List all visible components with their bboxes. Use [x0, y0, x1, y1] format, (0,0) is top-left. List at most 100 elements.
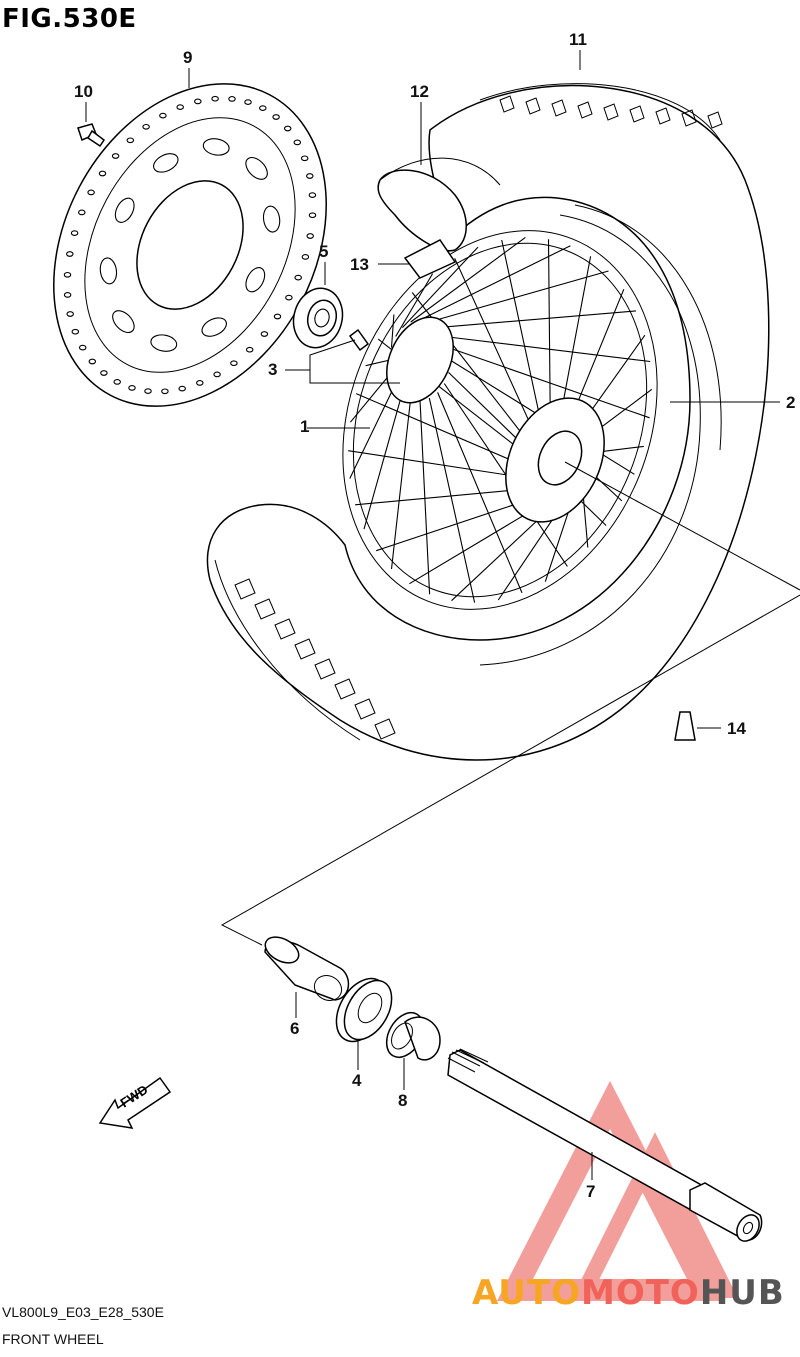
valve-cap [674, 711, 696, 741]
rim-band [377, 157, 501, 279]
callout-9: 9 [183, 48, 192, 67]
tread-block [551, 99, 567, 117]
disc-cutout [202, 138, 230, 156]
disc-vent-hole [196, 380, 204, 386]
disc-vent-hole [159, 112, 167, 119]
leader-lines [85, 50, 780, 1180]
axle-collar [385, 1011, 441, 1061]
watermark-part2: MOTO [581, 1273, 700, 1313]
spoke [428, 397, 476, 603]
disc-vent-hole [273, 313, 282, 320]
axle-centerline [220, 594, 800, 946]
tread-block [577, 101, 593, 119]
disc-vent-hole [230, 360, 238, 367]
disc-vent-hole [88, 358, 97, 365]
disc-vent-hole [308, 192, 317, 198]
tread-block [354, 698, 376, 720]
spoke [429, 270, 609, 323]
disc-vent-hole [126, 137, 135, 144]
disc-vent-hole [228, 96, 236, 102]
bearing-upper [292, 287, 344, 349]
spoke [355, 487, 534, 506]
tread-block [294, 638, 316, 660]
tread-block [629, 105, 645, 123]
disc-vent-hole [87, 189, 95, 196]
spoke [363, 392, 403, 530]
disc-vent-hole [70, 230, 79, 236]
disc-vent-hole [71, 328, 80, 335]
spoke [437, 310, 637, 329]
disc-cutout [150, 334, 178, 352]
disc-vent-hole [211, 95, 219, 102]
disc-vent-hole [245, 346, 254, 353]
tread-block [334, 678, 356, 700]
spoke [401, 246, 479, 328]
disc-vent-hole [272, 114, 280, 120]
disc-vent-hole [260, 331, 269, 337]
callout-3: 3 [268, 360, 277, 379]
callout-7: 7 [586, 1182, 595, 1201]
disc-vent-hole [142, 123, 150, 130]
axle-spacer [264, 936, 350, 1001]
callout-5: 5 [319, 242, 328, 261]
disc-vent-hole [113, 379, 121, 385]
callout-13: 13 [350, 255, 369, 274]
disc-vent-hole [78, 209, 86, 216]
callout-6: 6 [290, 1019, 299, 1038]
watermark-brand: AUTOMOTOHUB [472, 1273, 785, 1313]
bearing-lower [335, 977, 393, 1043]
spoke [559, 256, 592, 421]
disc-vent-hole [300, 155, 309, 162]
tread-block [499, 95, 515, 113]
disc-vent-hole [294, 274, 302, 281]
tread-block [374, 718, 396, 740]
spoke [448, 347, 650, 419]
axle-centerline-upper [564, 461, 800, 591]
spoke [419, 245, 571, 321]
disc-vent-hole [306, 233, 314, 239]
disc-vent-hole [66, 311, 74, 317]
callout-8: 8 [398, 1091, 407, 1110]
brake-disc [53, 83, 327, 407]
tread-block [234, 578, 256, 600]
disc-cutout [99, 257, 118, 285]
disc-vent-hole [66, 251, 74, 257]
spoke [349, 383, 397, 479]
spoke [419, 399, 431, 595]
disc-vent-hole [78, 344, 87, 351]
disc-cutout [153, 153, 179, 173]
disc-cutout [245, 267, 266, 293]
tread-block [314, 658, 336, 680]
disc-cutout [114, 197, 135, 223]
disc-vent-hole [161, 388, 169, 395]
disc-cutout [201, 317, 227, 337]
callout-12: 12 [410, 82, 429, 101]
disc-vent-hole [244, 99, 252, 105]
spoke-nipple [348, 328, 370, 352]
tread-block [707, 111, 723, 129]
disc-vent-hole [213, 371, 221, 378]
disc-vent-hole [100, 370, 108, 376]
disc-vent-hole [306, 173, 314, 179]
spoke [454, 258, 535, 432]
watermark-part3: HUB [700, 1273, 785, 1313]
figure-name: FRONT WHEEL [2, 1331, 104, 1347]
callout-1: 1 [300, 417, 309, 436]
spoke [348, 450, 529, 479]
callout-10: 10 [74, 82, 93, 101]
disc-cutout [245, 156, 268, 180]
tread-block [525, 97, 541, 115]
disc-vent-hole [285, 294, 293, 301]
spoke [444, 335, 651, 363]
callout-14: 14 [727, 719, 746, 738]
front-axle [447, 1048, 763, 1242]
tread-block [603, 103, 619, 121]
disc-cutout [262, 205, 281, 233]
spoke [547, 239, 551, 421]
spoke [365, 359, 391, 367]
disc-vent-hole [176, 104, 184, 110]
disc-vent-hole [178, 385, 186, 392]
disc-vent-hole [98, 170, 107, 177]
callout-2: 2 [786, 393, 795, 412]
